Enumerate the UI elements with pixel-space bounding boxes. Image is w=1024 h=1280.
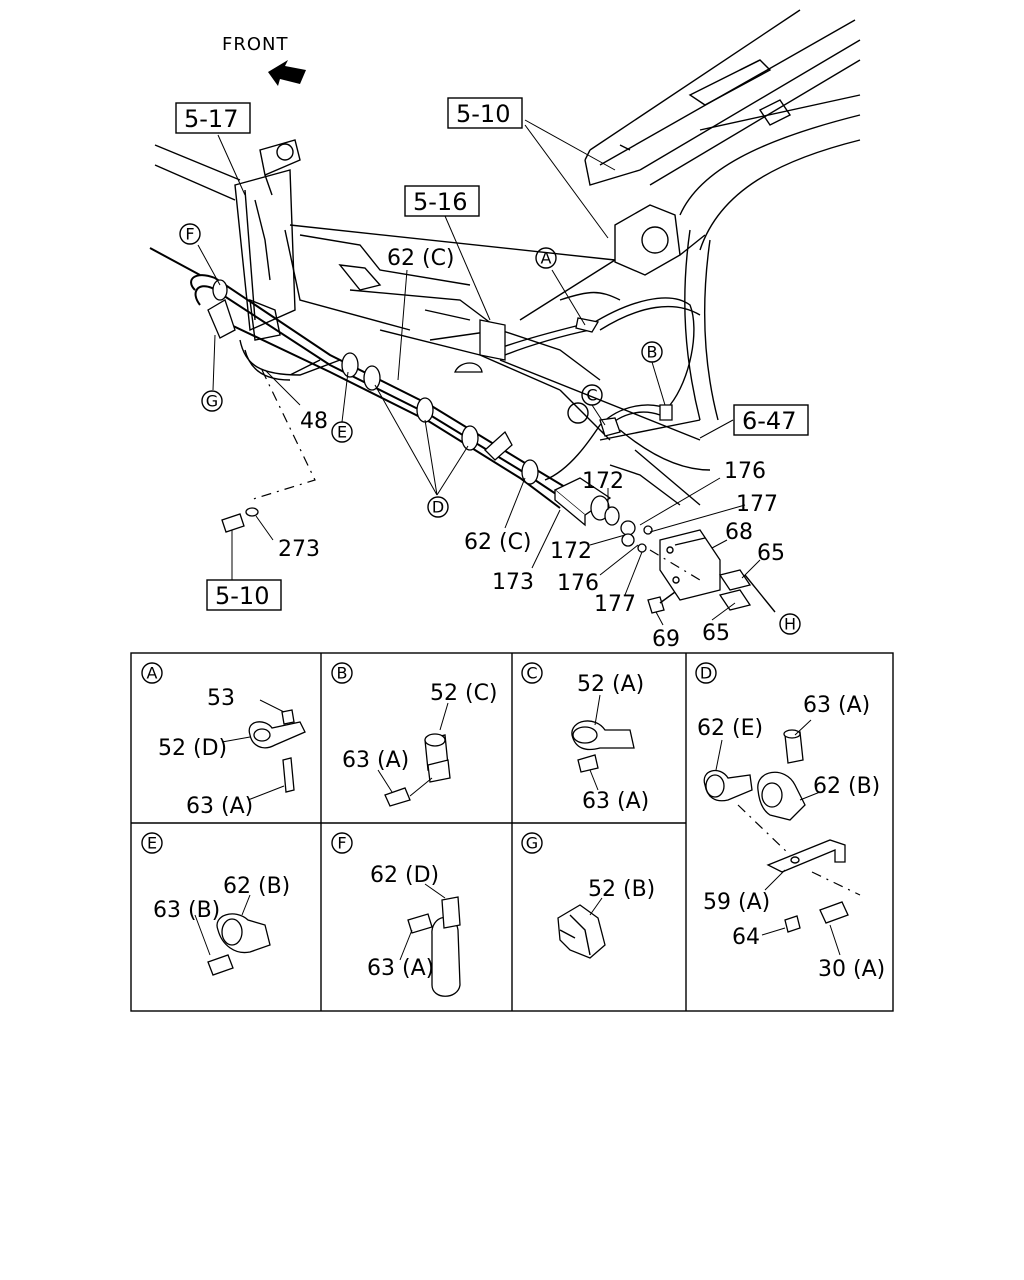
ref-box-5-10-bottom: 5-10 [206,579,282,611]
pipe-clips [207,279,673,485]
center-line [649,549,701,581]
leader-lines [197,119,761,626]
panel-c-label-52a: 52 (A) [577,672,644,697]
callout-a: A [535,247,557,269]
panel-d-label-63a: 63 (A) [803,693,870,718]
panel-d-label-62e: 62 (E) [697,716,763,741]
panel-d-label-59a: 59 (A) [703,890,770,915]
panel-b-label-63a: 63 (A) [342,748,409,773]
detail-panel-f: F 62 (D) 63 (A) [331,832,461,997]
label-172-a: 172 [582,469,624,494]
panel-c-label-63a: 63 (A) [582,789,649,814]
svg-text:C: C [526,664,537,683]
bolt-273 [221,507,259,533]
svg-text:B: B [337,664,348,683]
label-177-b: 177 [594,592,636,617]
svg-text:E: E [147,834,157,853]
panel-b-label-52c: 52 (C) [430,681,498,706]
label-65-a: 65 [757,541,785,566]
label-62c-top: 62 (C) [387,246,455,271]
label-273: 273 [278,537,320,562]
label-68: 68 [725,520,753,545]
detail-panel-c: C 52 (A) 63 (A) [521,662,649,814]
svg-text:H: H [784,615,796,634]
ref-box-5-16: 5-16 [404,185,480,217]
svg-text:5-17: 5-17 [184,105,238,133]
detail-panel-e: E 62 (B) 63 (B) [141,832,290,976]
crossmember [154,144,711,506]
svg-text:F: F [185,225,194,244]
label-173: 173 [492,570,534,595]
svg-text:E: E [337,423,347,442]
detail-panel-b: B 52 (C) 63 (A) [331,662,498,807]
label-177-a: 177 [736,492,778,517]
detail-panel-g: G 52 (B) [521,832,655,959]
svg-text:A: A [147,664,158,683]
label-65-b: 65 [702,621,730,646]
callout-b: B [641,341,663,363]
callout-g: G [201,390,223,412]
detail-panel-d: D 63 (A) 62 (E) 62 (B) 59 (A) 64 30 (A) [695,662,885,982]
panel-a-label-52d: 52 (D) [158,736,227,761]
label-69: 69 [652,627,680,652]
panel-e-label-62b: 62 (B) [223,874,290,899]
label-48: 48 [300,409,328,434]
panel-f-label-63a: 63 (A) [367,956,434,981]
svg-text:5-10: 5-10 [215,582,269,610]
label-176-a: 176 [724,459,766,484]
svg-text:B: B [647,343,658,362]
center-line [249,369,316,501]
brake-pipes [149,247,701,509]
label-176-b: 176 [557,571,599,596]
ref-box-5-17: 5-17 [175,102,251,134]
svg-text:F: F [337,834,346,853]
panel-g-label-52b: 52 (B) [588,877,655,902]
panel-a-label-53: 53 [207,686,235,711]
brake-valve-bracket [234,139,301,341]
svg-text:G: G [526,834,538,853]
svg-text:5-10: 5-10 [456,100,510,128]
callout-c: C [581,384,603,406]
callout-f: F [179,223,201,245]
callout-h: H [779,613,801,635]
panel-d-label-30a: 30 (A) [818,957,885,982]
panel-e-label-63b: 63 (B) [153,898,220,923]
svg-text:5-16: 5-16 [413,188,467,216]
svg-text:C: C [586,386,597,405]
front-arrow-icon [268,60,306,86]
front-label: FRONT [222,34,289,55]
detail-panel-a: A 53 52 (D) 63 (A) [141,662,306,819]
detail-grid [130,652,894,1012]
label-172-b: 172 [550,539,592,564]
svg-text:D: D [432,498,444,517]
svg-text:6-47: 6-47 [742,407,796,435]
ref-box-5-10-top: 5-10 [447,97,523,129]
svg-text:G: G [206,392,218,411]
panel-a-label-63a: 63 (A) [186,794,253,819]
frame-rail [584,9,861,421]
bracket-68 [647,529,776,614]
panel-d-label-62b: 62 (B) [813,774,880,799]
proportioning-valve [553,477,653,553]
panel-d-label-64: 64 [732,925,760,950]
svg-text:A: A [541,249,552,268]
svg-text:D: D [700,664,712,683]
callout-e: E [331,421,353,443]
ref-box-6-47: 6-47 [733,404,809,436]
label-62c-bottom: 62 (C) [464,530,532,555]
callout-d: D [427,496,449,518]
panel-f-label-62d: 62 (D) [370,863,439,888]
